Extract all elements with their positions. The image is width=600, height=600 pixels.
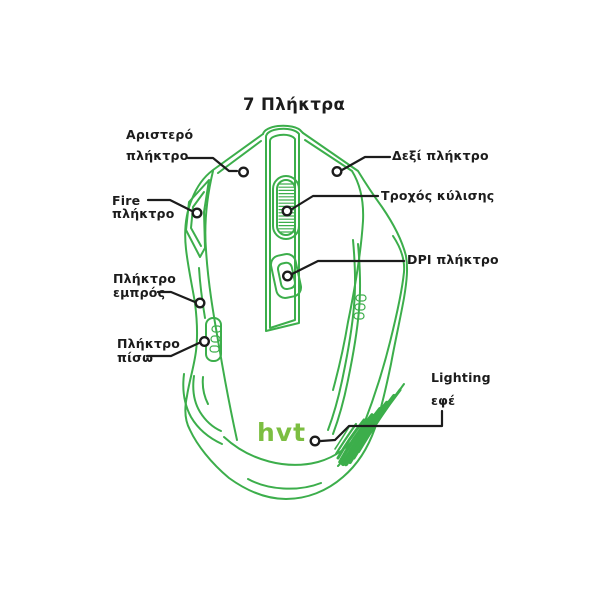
label-forward-button-line2: εμπρός (113, 285, 166, 300)
leader-lines (145, 155, 444, 443)
label-dpi-button: DPI πλήκτρο (407, 252, 499, 267)
leader-fire-button (146, 198, 194, 213)
hvt-logo: hvt (257, 418, 307, 447)
marker-dpi-button (282, 270, 294, 282)
label-back-button-line2: πίσω (117, 350, 154, 365)
label-lighting-line2: εφέ (431, 393, 456, 408)
callout-markers (191, 165, 343, 447)
diagram-title: 7 Πλήκτρα (243, 95, 346, 114)
label-left-button-line2: πλήκτρο (126, 148, 189, 163)
marker-back-button (198, 336, 210, 348)
marker-forward-button (194, 297, 206, 309)
leader-left-button (186, 156, 239, 173)
marker-right-button (331, 165, 343, 177)
leader-lighting (319, 409, 444, 443)
label-right-button: Δεξί πλήκτρο (392, 148, 489, 163)
fire-button-panel (185, 179, 210, 258)
marker-fire-button (191, 207, 203, 219)
marker-scroll-wheel (281, 205, 293, 217)
side-vents (353, 294, 367, 320)
label-back-button-line1: Πλήκτρο (117, 336, 181, 351)
lighting-stripes (334, 383, 405, 467)
label-left-button-line1: Αριστερό (126, 127, 194, 142)
leader-back-button (145, 341, 201, 358)
leader-dpi-button (290, 259, 406, 276)
label-forward-button-line1: Πλήκτρο (113, 271, 177, 286)
label-fire-button-line1: Fire (112, 193, 141, 208)
left-grip-lines (182, 373, 223, 445)
label-fire-button-line2: πλήκτρο (112, 206, 175, 221)
center-strip (265, 127, 300, 332)
leader-forward-button (156, 290, 197, 304)
mouse-body-outline (184, 124, 409, 500)
label-lighting-line1: Lighting (431, 370, 491, 385)
marker-lighting (309, 435, 321, 447)
marker-left-button (237, 166, 249, 178)
label-scroll-wheel: Τροχός κύλισης (381, 188, 495, 203)
leader-scroll-wheel (290, 194, 380, 211)
leader-right-button (340, 155, 392, 172)
